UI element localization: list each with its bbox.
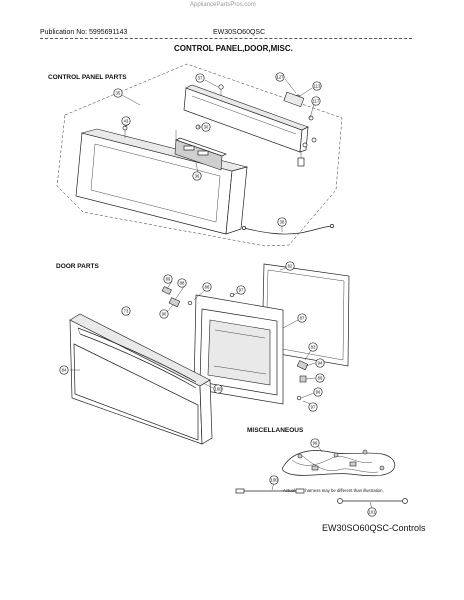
svg-text:113: 113 [314, 84, 321, 89]
svg-text:38: 38 [280, 220, 285, 225]
electronic-control-board [174, 130, 227, 171]
section-title-misc: MISCELLANEOUS [247, 427, 304, 434]
page-title: CONTROL PANEL,DOOR,MISC. [174, 44, 293, 53]
callouts-control: 35 37 127 113 117 43 30 36 38 [113, 72, 322, 227]
svg-text:127: 127 [277, 75, 285, 80]
svg-text:37: 37 [198, 76, 203, 81]
misc-harness-note: Actual wire harness may be different tha… [283, 488, 384, 493]
control-panel-frame [183, 84, 309, 167]
header-rule [40, 38, 412, 39]
svg-text:99: 99 [313, 441, 318, 446]
door-group: 89 88 82 86 97 73 90 84 100 83 94 86 96 … [59, 261, 350, 445]
section-title-door: DOOR PARTS [56, 263, 99, 270]
misc-group: 99 100 101 [235, 438, 408, 517]
svg-text:96: 96 [316, 390, 321, 395]
watermark: AppliancePartsPros.com [190, 2, 256, 8]
footer-diagram-id: EW30SO60QSC-Controls [322, 523, 426, 533]
svg-text:97: 97 [311, 405, 316, 410]
svg-text:100: 100 [215, 387, 223, 392]
svg-text:89: 89 [166, 277, 171, 282]
door-front-panel [69, 313, 213, 445]
svg-text:82: 82 [288, 264, 293, 269]
svg-text:100: 100 [271, 478, 279, 483]
svg-text:73: 73 [124, 309, 129, 314]
model-number: EW30SO60QSC [213, 29, 266, 36]
svg-text:90: 90 [162, 312, 167, 317]
svg-text:86: 86 [205, 285, 210, 290]
callouts-door: 89 88 82 86 97 73 90 84 100 83 94 86 96 … [59, 261, 325, 412]
svg-text:36: 36 [195, 174, 200, 179]
screws-control [122, 84, 317, 148]
control-wire-harness [243, 225, 333, 235]
svg-text:94: 94 [318, 361, 323, 366]
svg-text:88: 88 [180, 281, 185, 286]
control-panel-group: 35 37 127 113 117 43 30 36 38 [56, 63, 343, 247]
svg-text:117: 117 [313, 99, 320, 104]
misc-cable-101 [337, 498, 408, 504]
svg-text:87: 87 [300, 316, 305, 321]
svg-text:97: 97 [239, 288, 244, 293]
misc-wire-harness [282, 449, 396, 477]
svg-text:30: 30 [204, 125, 209, 130]
control-panel-face [75, 128, 249, 235]
svg-text:35: 35 [116, 91, 121, 96]
svg-text:84: 84 [62, 368, 67, 373]
publication-number: Publication No: 5995691143 [40, 29, 128, 36]
svg-text:86: 86 [318, 376, 323, 381]
section-title-control-panel: CONTROL PANEL PARTS [48, 74, 127, 81]
misc-cable-100 [235, 488, 305, 494]
callouts-misc: 99 100 101 [269, 438, 377, 517]
svg-text:83: 83 [311, 345, 316, 350]
svg-text:101: 101 [369, 510, 377, 515]
door-inner-frame [193, 294, 284, 405]
control-panel-outline [56, 63, 343, 247]
svg-text:43: 43 [124, 119, 129, 124]
